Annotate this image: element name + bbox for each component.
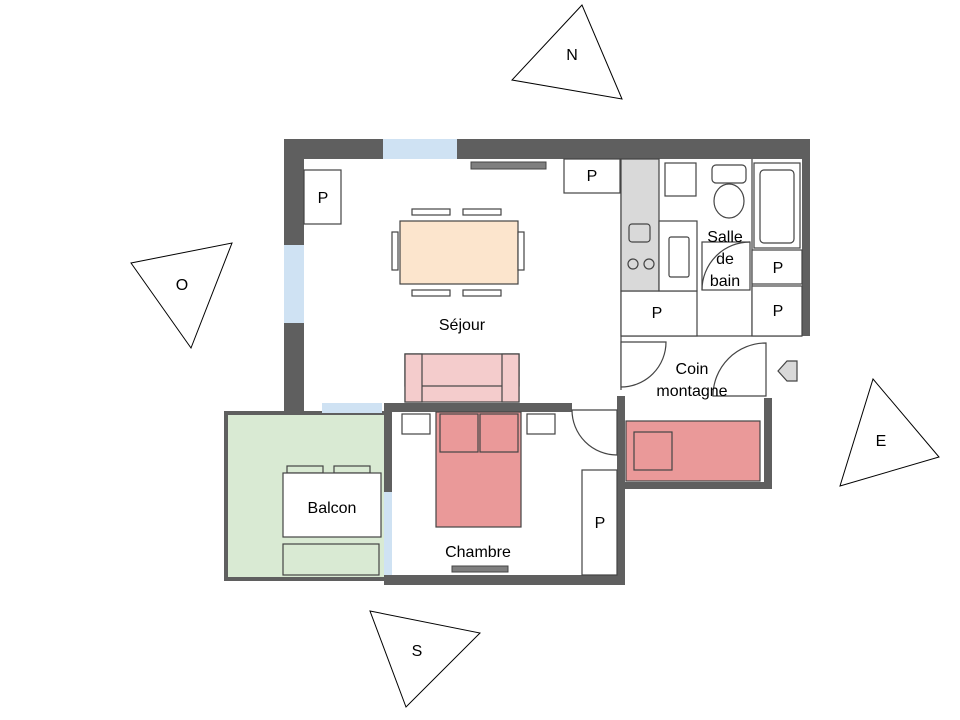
bath-sink <box>701 241 751 291</box>
sink <box>628 223 651 243</box>
washing-machine <box>664 162 697 197</box>
kitchen <box>620 158 698 292</box>
placard-labels: P P P P P P <box>318 168 784 532</box>
wall-annex-bottom <box>622 482 772 489</box>
toilet-tank <box>711 164 747 184</box>
chair <box>411 208 451 216</box>
room-label-salle-de-bain-3: bain <box>710 273 740 290</box>
wall-right-annex <box>764 398 772 489</box>
window-bedroom-left <box>384 492 392 575</box>
nightstand <box>401 413 431 435</box>
room-label-salle-de-bain-2: de <box>716 251 734 268</box>
placards <box>303 158 803 576</box>
balcony-chair <box>286 465 324 474</box>
door-chambre <box>571 409 618 456</box>
wall-bedroom-left <box>384 412 392 492</box>
pillow <box>479 413 519 453</box>
room-labels: Séjour Salle de bain Coin montagne Balco… <box>308 229 743 561</box>
compass-south-label: S <box>412 643 423 660</box>
room-label-balcon: Balcon <box>308 500 357 517</box>
placard-bath-2 <box>751 285 803 337</box>
mountain-bunk <box>625 420 761 482</box>
compass-west-label: O <box>176 277 188 294</box>
placard-label: P <box>318 190 329 207</box>
wall-right-upper <box>802 139 810 336</box>
room-label-coin-montagne-2: montagne <box>656 383 727 400</box>
placard-label: P <box>587 168 598 185</box>
compass-north-label: N <box>566 47 578 64</box>
bath-door-arc <box>701 241 751 291</box>
wall-left-lower <box>284 323 304 413</box>
placard-chambre <box>581 469 618 576</box>
window-left <box>284 245 304 323</box>
radiator-sejour <box>470 161 547 170</box>
dining-table <box>399 220 519 285</box>
placard-label: P <box>652 305 663 322</box>
compass-west: O <box>130 242 233 350</box>
balcony-chair <box>333 465 371 474</box>
wall-left-upper <box>284 139 304 245</box>
compass-east-label: E <box>876 433 887 450</box>
placard-label: P <box>595 515 606 532</box>
compass-south: S <box>369 610 482 708</box>
pillow <box>439 413 479 453</box>
room-label-salle-de-bain-1: Salle <box>707 229 743 246</box>
wall-top <box>284 139 810 159</box>
bedroom-furniture <box>401 411 556 528</box>
radiators <box>451 161 547 573</box>
windows <box>284 139 457 575</box>
bathtub-inner <box>759 169 795 244</box>
nightstand <box>526 413 556 435</box>
bathroom <box>664 162 801 291</box>
walls <box>284 139 810 585</box>
toilet-bowl <box>713 183 745 219</box>
window-balcony <box>322 403 382 413</box>
balcony-bench <box>282 543 380 576</box>
balcony-furniture <box>282 465 382 576</box>
room-label-coin-montagne-1: Coin <box>676 361 709 378</box>
placard-label: P <box>773 260 784 277</box>
chair <box>462 208 502 216</box>
placard-bath-1 <box>751 249 803 285</box>
door-entry <box>712 342 767 397</box>
compass-north: N <box>511 4 623 100</box>
entry-arrow-icon <box>777 360 798 382</box>
wall-bedroom-right <box>617 396 625 585</box>
door-coin <box>620 341 667 388</box>
room-label-sejour: Séjour <box>439 317 486 334</box>
sofa <box>404 353 520 403</box>
burner <box>627 258 639 270</box>
balcony-table <box>282 472 382 538</box>
chair <box>391 231 399 271</box>
radiator-chambre <box>451 565 509 573</box>
chair <box>411 289 451 297</box>
compass-east: E <box>839 377 940 487</box>
wall-bedroom-top <box>384 403 572 412</box>
burner <box>643 258 655 270</box>
window-top <box>383 139 457 159</box>
doors <box>571 341 767 456</box>
placard-label: P <box>773 303 784 320</box>
placard-sejour-top <box>563 158 621 194</box>
placard-sejour-left <box>303 169 342 225</box>
chair <box>462 289 502 297</box>
dining-set <box>391 208 525 297</box>
chair <box>517 231 525 271</box>
room-label-chambre: Chambre <box>445 544 511 561</box>
wall-bedroom-bottom <box>384 575 625 585</box>
fridge-inner <box>668 236 690 278</box>
